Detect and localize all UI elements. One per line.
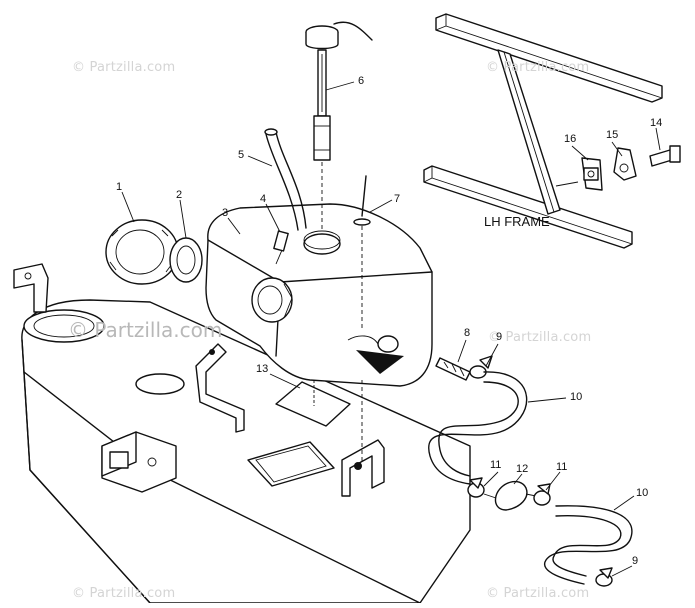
- frame-bracket-15: [613, 147, 637, 181]
- callout-10-upper: 10: [570, 391, 583, 403]
- callout-11-right: 11: [556, 461, 568, 473]
- callout-13: 13: [256, 363, 269, 375]
- watermark: © Partzilla.com: [486, 60, 590, 75]
- hose-10-lower: [543, 505, 633, 585]
- fitting-4: [273, 230, 289, 265]
- callout-7: 7: [394, 193, 401, 205]
- callout-12: 12: [516, 463, 529, 475]
- callout-9-upper: 9: [496, 331, 503, 343]
- watermark: © Partzilla.com: [72, 586, 176, 601]
- frame-bracket-16: [581, 157, 603, 191]
- callout-5: 5: [238, 149, 245, 161]
- callout-6: 6: [358, 75, 365, 87]
- clamp-9-lower: [595, 567, 613, 587]
- clamp-11-right: [533, 483, 551, 506]
- clamp-11-left: [467, 477, 485, 498]
- fuel-tank: [205, 203, 433, 387]
- callout-8: 8: [464, 327, 471, 339]
- watermark: © Partzilla.com: [72, 60, 176, 75]
- callout-10-lower: 10: [636, 487, 649, 499]
- fitting-8: [435, 357, 471, 381]
- callout-15: 15: [606, 129, 619, 141]
- lh-frame: [423, 13, 663, 249]
- leader-lines: [121, 81, 661, 577]
- callout-14: 14: [650, 117, 663, 129]
- watermark-main: © Partzilla.com: [68, 318, 223, 342]
- vent-hose-5: [264, 128, 307, 231]
- fuel-cap-1: [105, 219, 179, 285]
- filter-12: [483, 480, 537, 511]
- bolt-14: [649, 145, 681, 167]
- probe-7: [353, 175, 371, 464]
- callout-4: 4: [260, 193, 267, 205]
- gasket-2: [169, 237, 203, 283]
- pad-13: [275, 380, 351, 427]
- chassis: [13, 263, 471, 604]
- watermark: © Partzilla.com: [486, 586, 590, 601]
- callout-16: 16: [564, 133, 577, 145]
- callout-9-lower: 9: [632, 555, 639, 567]
- callout-1: 1: [116, 181, 123, 193]
- callout-2: 2: [176, 189, 183, 201]
- lh-frame-label: LH FRAME: [484, 214, 550, 229]
- clamp-9-upper: [469, 355, 493, 379]
- gauge-6: [305, 21, 373, 232]
- callout-11-left: 11: [490, 459, 502, 471]
- hose-10-upper: [428, 371, 528, 485]
- callout-3: 3: [222, 207, 229, 219]
- watermark: © Partzilla.com: [488, 330, 592, 345]
